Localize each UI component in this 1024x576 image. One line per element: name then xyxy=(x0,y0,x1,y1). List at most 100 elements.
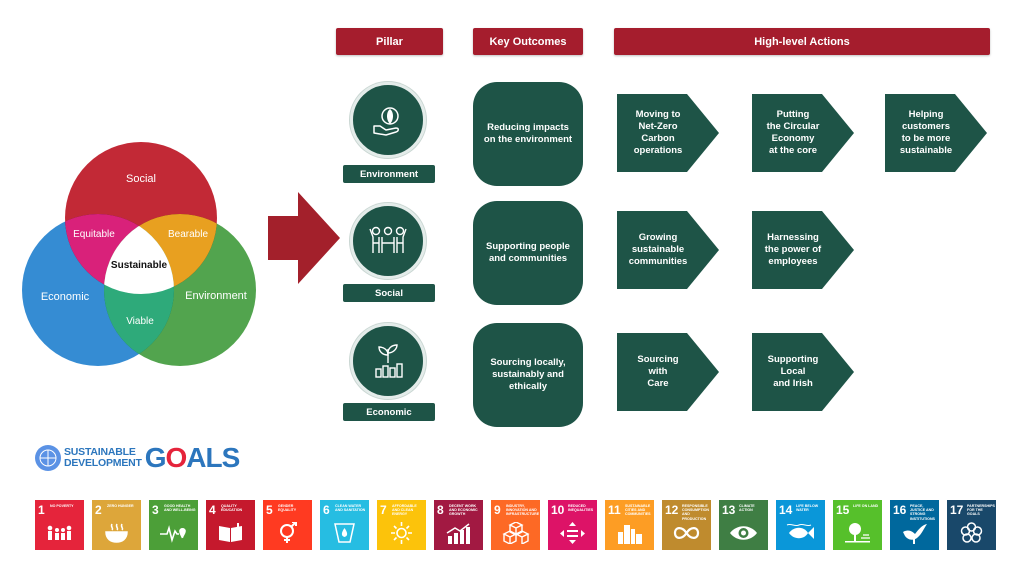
people-group-icon xyxy=(369,226,407,253)
pillar-label-economic: Economic xyxy=(343,403,435,421)
sdg-tile-title: INDUSTRY, INNOVATION AND INFRASTRUCTURE xyxy=(506,504,540,517)
sdg-tile-title: LIFE BELOW WATER xyxy=(796,504,819,513)
sdg-tile-title: AFFORDABLE AND CLEAN ENERGY xyxy=(392,504,417,517)
sdg-tile-number: 17 xyxy=(950,503,964,517)
pillar-label-social: Social xyxy=(343,284,435,302)
equality-icon xyxy=(560,522,585,544)
action-helping-customers: Helping customers to be more sustainable xyxy=(885,94,987,172)
sdg-tile-title: PEACE, JUSTICE AND STRONG INSTITUTIONS xyxy=(910,504,935,521)
bowl-icon xyxy=(105,523,128,543)
growth-chart-icon xyxy=(446,523,470,544)
book-icon xyxy=(219,523,242,542)
city-icon xyxy=(618,525,642,544)
fish-icon xyxy=(786,523,814,539)
sdg-tile-title: RESPONSIBLE CONSUMPTION AND PRODUCTION xyxy=(682,504,709,521)
pillar-label-environment: Environment xyxy=(343,165,435,183)
sdg-tile-title: SUSTAINABLE CITIES AND COMMUNITIES xyxy=(625,504,651,517)
sdg-tile-title: LIFE ON LAND xyxy=(853,504,879,508)
sdg-tile-title: GENDER EQUALITY xyxy=(278,504,297,513)
sdg-tile-title: NO POVERTY xyxy=(50,504,74,508)
infinity-icon xyxy=(673,527,700,539)
action-label: Helping customers to be more sustainable xyxy=(899,109,953,156)
sdg-tile-8: 8 DECENT WORK AND ECONOMIC GROWTH xyxy=(434,500,483,550)
plant-growth-chart-icon xyxy=(375,344,403,378)
sdg-tile-number: 14 xyxy=(779,503,793,517)
sdg-tile-title: PARTNERSHIPS FOR THE GOALS xyxy=(967,504,995,517)
sdg-tile-title: ZERO HUNGER xyxy=(107,504,134,508)
venn-label-economic: Economic xyxy=(41,291,90,303)
sdg-tile-3: 3 GOOD HEALTH AND WELL-BEING xyxy=(149,500,198,550)
venn-label-bearable: Bearable xyxy=(168,229,208,240)
pillar-economic-circle xyxy=(350,323,426,399)
sdg-tile-7: 7 AFFORDABLE AND CLEAN ENERGY xyxy=(377,500,426,550)
venn-label-environment: Environment xyxy=(185,290,247,302)
sdg-tile-number: 4 xyxy=(209,503,216,517)
sdg-tile-number: 15 xyxy=(836,503,850,517)
sdg-tile-number: 13 xyxy=(722,503,736,517)
venn-label-sustainable: Sustainable xyxy=(111,260,168,271)
sdg-tile-11: 11 SUSTAINABLE CITIES AND COMMUNITIES xyxy=(605,500,654,550)
action-net-zero: Moving to Net-Zero Carbon operations xyxy=(617,94,719,172)
sdg-logo: SUSTAINABLE DEVELOPMENT GOALS xyxy=(35,442,241,473)
sdg-tile-number: 11 xyxy=(608,503,621,517)
hand-leaf-icon xyxy=(373,107,399,136)
sustainability-venn-diagram: Social Economic Environment Equitable Be… xyxy=(22,142,256,366)
tree-icon xyxy=(845,523,870,543)
action-supporting-local: Supporting Local and Irish xyxy=(752,333,854,411)
sdg-tile-number: 1 xyxy=(38,503,45,517)
sdg-tile-5: 5 GENDER EQUALITY xyxy=(263,500,312,550)
pillar-environment-circle xyxy=(350,82,426,158)
header-high-level-actions: High-level Actions xyxy=(614,28,990,55)
venn-label-viable: Viable xyxy=(126,316,154,327)
outcome-economic: Sourcing locally, sustainably and ethica… xyxy=(473,323,583,427)
gender-icon xyxy=(280,522,297,543)
cubes-icon xyxy=(502,522,530,544)
venn-label-equitable: Equitable xyxy=(73,229,115,240)
sdg-tile-title: DECENT WORK AND ECONOMIC GROWTH xyxy=(449,504,478,517)
action-circular-economy: Putting the Circular Economy at the core xyxy=(752,94,854,172)
action-label: Supporting Local and Irish xyxy=(767,354,819,389)
action-sourcing-care: Sourcing with Care xyxy=(617,333,719,411)
sdg-logo-line1: SUSTAINABLE xyxy=(64,446,136,458)
water-drop-icon xyxy=(334,523,355,543)
header-key-outcomes: Key Outcomes xyxy=(473,28,583,55)
sun-icon xyxy=(391,522,412,544)
action-label: Growing sustainable communities xyxy=(628,232,688,267)
sdg-tile-number: 2 xyxy=(95,503,102,517)
sdg-logo-goals: GOALS xyxy=(144,442,241,473)
action-label: Sourcing with Care xyxy=(637,354,679,389)
sdg-tile-number: 5 xyxy=(266,503,273,517)
family-icon xyxy=(47,525,72,540)
action-harnessing-employees: Harnessing the power of employees xyxy=(752,211,854,289)
action-growing-communities: Growing sustainable communities xyxy=(617,211,719,289)
sdg-tile-title: GOOD HEALTH AND WELL-BEING xyxy=(164,504,196,513)
outcome-social: Supporting people and communities xyxy=(473,201,583,305)
pillar-social-circle xyxy=(350,203,426,279)
sdg-tile-2: 2 ZERO HUNGER xyxy=(92,500,141,550)
sdg-tile-number: 10 xyxy=(551,503,565,517)
sdg-tile-4: 4 QUALITY EDUCATION xyxy=(206,500,255,550)
sdg-tile-title: CLEAN WATER AND SANITATION xyxy=(335,504,366,513)
rings-icon xyxy=(960,522,983,543)
sdg-tile-title: QUALITY EDUCATION xyxy=(221,504,243,513)
sdg-tile-number: 8 xyxy=(437,503,444,517)
dove-icon xyxy=(903,524,927,544)
sdg-tile-1: 1 NO POVERTY xyxy=(35,500,84,550)
right-arrow-icon xyxy=(268,192,340,284)
sdg-tile-number: 7 xyxy=(380,503,387,517)
sdg-tile-number: 12 xyxy=(665,503,679,517)
venn-label-social: Social xyxy=(126,173,156,185)
action-label: Putting the Circular Economy at the core xyxy=(766,109,820,156)
sdg-tile-number: 3 xyxy=(152,503,159,517)
sdg-tile-number: 16 xyxy=(893,503,907,517)
action-label: Moving to Net-Zero Carbon operations xyxy=(633,109,683,156)
